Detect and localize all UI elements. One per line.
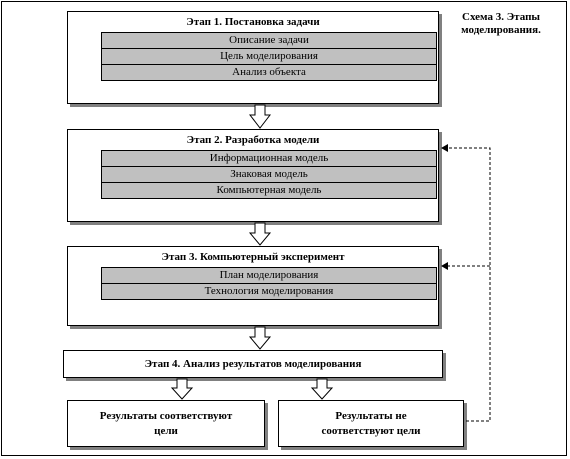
- stage-1-item: Описание задачи: [102, 33, 436, 49]
- stage-2-box: Этап 2. Разработка модели Информационная…: [67, 129, 439, 222]
- stage-2-title: Этап 2. Разработка модели: [186, 134, 320, 146]
- stage-2-item: Компьютерная модель: [102, 183, 436, 198]
- result-mismatch-box: Результаты не соответствуют цели: [278, 400, 464, 447]
- stage-3-item: План моделирования: [102, 268, 436, 284]
- stage-2-item: Информационная модель: [102, 151, 436, 167]
- stage-4-box: Этап 4. Анализ результатов моделирования: [63, 350, 443, 378]
- stage-1-items: Описание задачи Цель моделирования Анали…: [101, 32, 437, 81]
- arrow-stage2-to-stage3: [248, 222, 272, 246]
- feedback-arrowhead-stage3: [441, 262, 448, 270]
- stage-1-box: Этап 1. Постановка задачи Описание задач…: [67, 11, 439, 104]
- stage-1-item: Анализ объекта: [102, 65, 436, 80]
- caption-line-1: Схема 3. Этапы: [462, 11, 540, 23]
- stage-2-items: Информационная модель Знаковая модель Ко…: [101, 150, 437, 199]
- caption-line-2: моделирования.: [461, 24, 541, 36]
- stage-3-title: Этап 3. Компьютерный эксперимент: [161, 251, 345, 263]
- result-match-line-1: Результаты соответствуют: [99, 410, 233, 422]
- stage-4-title: Этап 4. Анализ результатов моделирования: [144, 358, 362, 370]
- stage-3-item: Технология моделирования: [102, 284, 436, 299]
- stage-3-items: План моделирования Технология моделирова…: [101, 267, 437, 300]
- arrow-stage3-to-stage4: [248, 326, 272, 350]
- arrow-stage4-to-result-match: [170, 378, 194, 400]
- stage-3-box: Этап 3. Компьютерный эксперимент План мо…: [67, 246, 439, 326]
- result-match-box: Результаты соответствуют цели: [67, 400, 265, 447]
- stage-1-title: Этап 1. Постановка задачи: [186, 16, 320, 28]
- stage-2-item: Знаковая модель: [102, 167, 436, 183]
- arrow-stage4-to-result-mismatch: [310, 378, 334, 400]
- diagram-caption: Схема 3. Этапы моделирования.: [446, 11, 556, 37]
- arrow-stage1-to-stage2: [248, 104, 272, 129]
- result-mismatch-line-1: Результаты не: [335, 410, 407, 422]
- feedback-arrowhead-stage2: [441, 144, 448, 152]
- result-match-line-2: цели: [154, 425, 178, 437]
- feedback-dashed-line: [446, 147, 491, 422]
- stage-1-item: Цель моделирования: [102, 49, 436, 65]
- result-mismatch-line-2: соответствуют цели: [321, 425, 421, 437]
